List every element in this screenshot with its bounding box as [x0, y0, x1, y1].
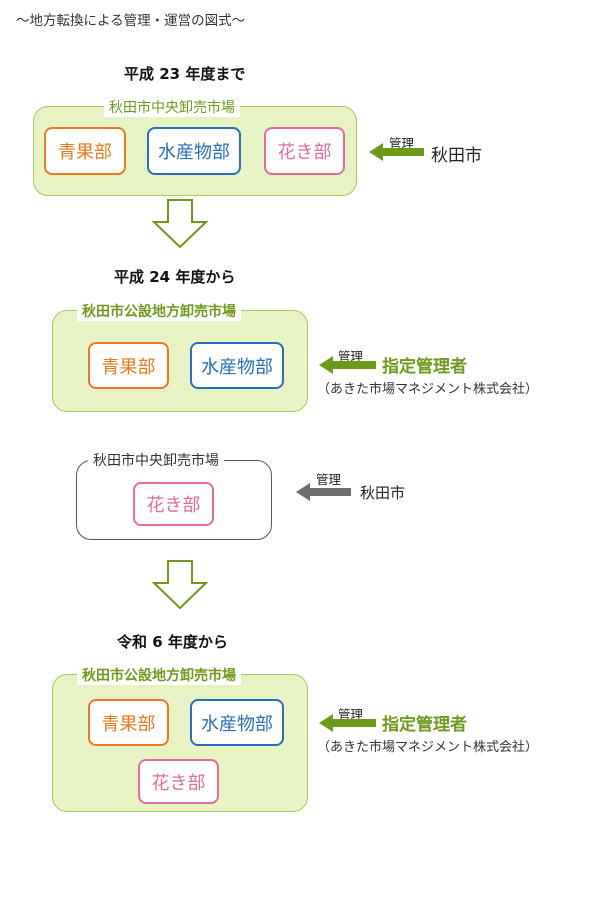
dept-suisan-1: 水産物部 — [147, 127, 241, 175]
manager-1: 秋田市 — [431, 146, 482, 166]
manager-2b: 秋田市 — [360, 484, 406, 502]
dept-seika-2: 青果部 — [88, 342, 169, 389]
management-arrow-head-1 — [369, 143, 383, 161]
period-heading-2: 平成 24 年度から — [114, 268, 236, 286]
dept-kaki-2: 花き部 — [133, 482, 214, 526]
management-arrow-head-2b — [296, 483, 310, 501]
management-label-2: 管理 — [338, 349, 364, 364]
management-arrow-head-3 — [319, 714, 333, 732]
management-label-3: 管理 — [338, 707, 364, 722]
manager-2: 指定管理者 — [382, 357, 467, 377]
management-label-1: 管理 — [389, 136, 415, 151]
dept-suisan-2: 水産物部 — [190, 342, 284, 389]
transition-arrow-1 — [151, 199, 209, 249]
period-heading-3: 令和 6 年度から — [117, 633, 228, 651]
transition-arrow-2 — [151, 560, 209, 610]
management-arrow-2 — [332, 361, 376, 369]
management-arrow-head-2 — [319, 356, 333, 374]
dept-seika-1: 青果部 — [44, 127, 126, 175]
dept-suisan-3: 水産物部 — [190, 699, 284, 746]
dept-seika-3: 青果部 — [88, 699, 169, 746]
page-title: ～地方転換による管理・運営の図式～ — [16, 13, 246, 29]
manager-sub-2: （あきた市場マネジメント株式会社） — [317, 382, 539, 397]
management-arrow-1 — [382, 148, 424, 156]
market-name-2b: 秋田市中央卸売市場 — [88, 450, 224, 470]
manager-3: 指定管理者 — [382, 715, 467, 735]
management-arrow-3 — [332, 719, 376, 727]
market-name-2: 秋田市公設地方卸売市場 — [77, 301, 241, 321]
management-label-2b: 管理 — [316, 472, 342, 487]
manager-sub-3: （あきた市場マネジメント株式会社） — [317, 740, 539, 755]
market-name-1: 秋田市中央卸売市場 — [104, 97, 240, 117]
dept-kaki-1: 花き部 — [264, 127, 345, 175]
dept-kaki-3: 花き部 — [138, 759, 219, 804]
period-heading-1: 平成 23 年度まで — [124, 65, 246, 83]
management-arrow-2b — [309, 488, 351, 496]
market-name-3: 秋田市公設地方卸売市場 — [77, 665, 241, 685]
